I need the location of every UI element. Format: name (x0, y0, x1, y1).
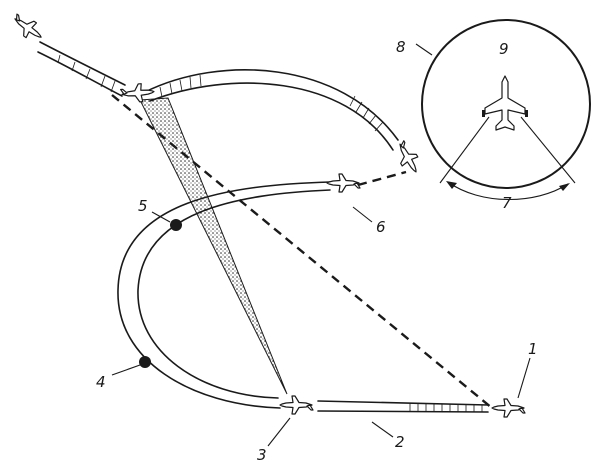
aircraft-6 (326, 173, 361, 193)
aircraft-topleft (8, 10, 47, 46)
label-6: 6 (376, 218, 386, 236)
scope-angle-arc (447, 181, 569, 201)
label-5: 5 (138, 197, 148, 215)
marker-4-dot (139, 356, 151, 368)
label-2: 2 (395, 433, 405, 451)
incoming-trajectory (39, 41, 126, 86)
scope-beam-left (439, 116, 490, 184)
scope-arrow-left (446, 181, 457, 189)
loop-trajectory-outer (117, 181, 331, 409)
top-arc-hatching (159, 74, 384, 132)
label-8: 8 (396, 38, 406, 56)
marker-5-dot (170, 219, 182, 231)
top-arc-trajectory (144, 69, 399, 141)
label-1: 1 (528, 340, 538, 358)
aircraft-right-dive (391, 138, 425, 177)
aircraft-1 (491, 398, 526, 418)
bottom-trajectory (317, 400, 489, 406)
label-7: 7 (502, 194, 512, 212)
scope-beam-right (520, 116, 576, 184)
label-3: 3 (257, 446, 267, 464)
label-9: 9 (499, 40, 509, 58)
aircraft-3 (279, 395, 314, 415)
leader-lines (111, 43, 531, 447)
label-4: 4 (96, 373, 106, 391)
scope-aircraft-icon (482, 75, 528, 131)
sight-line-1 (111, 94, 493, 409)
sight-line-2 (357, 170, 407, 187)
bottom-hatching (409, 403, 483, 412)
radar-beam (139, 97, 288, 395)
scope-arrow-right (559, 183, 570, 191)
loop-trajectory-inner (137, 189, 331, 399)
